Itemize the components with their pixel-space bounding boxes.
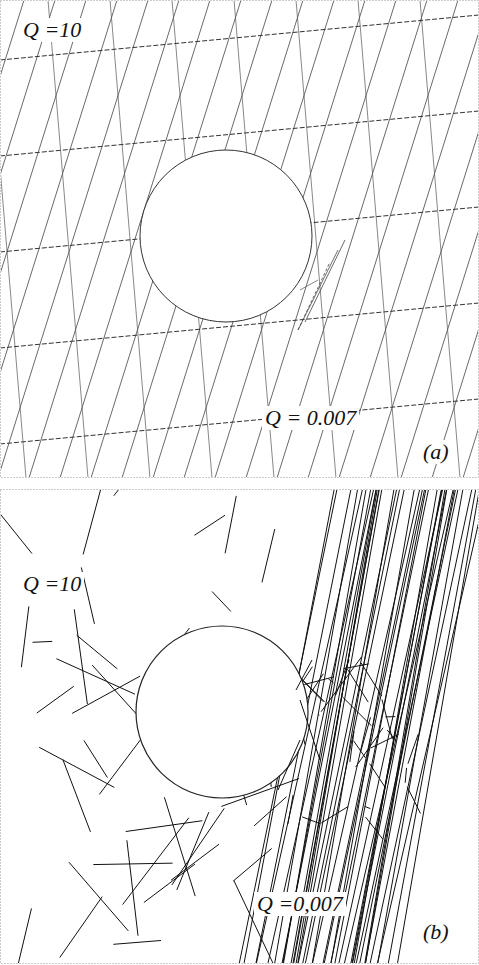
mesh-line xyxy=(1,1,26,477)
mesh-line xyxy=(21,606,28,667)
mesh-line xyxy=(1,1,148,477)
mesh-line xyxy=(408,734,418,763)
mesh-line xyxy=(1,111,478,156)
mesh-line xyxy=(1,15,478,60)
mesh-line xyxy=(463,1,478,477)
mesh-line xyxy=(296,660,312,690)
mesh-line xyxy=(382,699,392,739)
mesh-line xyxy=(405,768,406,783)
mesh-line xyxy=(370,764,386,788)
mesh-line xyxy=(37,686,74,713)
q-label: Q =0,007 xyxy=(254,892,346,916)
mesh-line xyxy=(328,679,333,683)
mesh-line xyxy=(60,897,102,958)
mesh-line xyxy=(370,490,472,963)
mesh-line xyxy=(318,714,319,715)
circle-hole xyxy=(140,150,312,322)
q-label: Q = 0.007 xyxy=(262,406,359,430)
mesh-line xyxy=(114,490,131,496)
mesh-b xyxy=(1,490,478,963)
mesh-line xyxy=(365,490,445,963)
panel-letter: (a) xyxy=(420,440,452,464)
mesh-line xyxy=(8,908,31,963)
mesh-line xyxy=(48,1,88,477)
mesh-line xyxy=(83,490,110,554)
mesh-line xyxy=(377,490,478,963)
mesh-line xyxy=(164,797,195,896)
mesh-line xyxy=(126,821,203,832)
mesh-line xyxy=(335,490,426,963)
mesh-line xyxy=(127,840,138,935)
label-holder: Q =10 xyxy=(20,572,84,596)
panel-letter: (b) xyxy=(420,920,452,944)
mesh-line xyxy=(298,250,338,330)
label-holder: Q =10 xyxy=(20,18,84,42)
mesh-line xyxy=(84,740,108,777)
mesh-line xyxy=(377,490,462,963)
label-holder: (a) xyxy=(420,440,452,464)
mesh-line xyxy=(212,592,231,612)
mesh-a xyxy=(1,1,478,477)
mesh-line xyxy=(93,863,172,864)
mesh-line xyxy=(358,1,398,477)
mesh-line xyxy=(113,940,161,944)
mesh-line xyxy=(56,659,135,694)
mesh-line xyxy=(353,741,365,758)
mesh-line xyxy=(407,787,420,814)
mesh-line xyxy=(1,490,32,554)
panel-frame xyxy=(1,1,479,478)
mesh-line xyxy=(194,515,225,535)
mesh-line xyxy=(366,817,383,839)
mesh-line xyxy=(300,700,320,760)
q-label: Q =10 xyxy=(20,18,84,42)
mesh-line xyxy=(1,1,117,477)
mesh-line xyxy=(344,490,453,963)
mesh-line xyxy=(342,697,371,726)
mesh-line xyxy=(385,716,395,717)
mesh-line xyxy=(225,496,236,553)
mesh-line xyxy=(350,731,354,762)
mesh-line xyxy=(77,635,118,669)
mesh-line xyxy=(361,663,382,696)
mesh-detail xyxy=(278,240,345,790)
label-holder: (b) xyxy=(420,920,452,944)
mesh-line xyxy=(69,862,128,931)
mesh-line xyxy=(365,490,446,963)
mesh-line xyxy=(371,734,399,748)
label-holder: Q =0,007 xyxy=(254,892,346,916)
mesh-line xyxy=(288,795,293,824)
mesh-line xyxy=(356,728,383,767)
mesh-line xyxy=(347,669,368,702)
mesh-line xyxy=(432,1,478,477)
mesh-line xyxy=(278,740,300,790)
mesh-line xyxy=(1,1,55,477)
mesh-line xyxy=(336,660,349,695)
mesh-line xyxy=(63,759,91,831)
mesh-line xyxy=(361,717,371,751)
q-label: Q =10 xyxy=(20,572,84,596)
mesh-line xyxy=(302,817,320,824)
circle-hole xyxy=(136,626,308,798)
mesh-line xyxy=(262,529,275,582)
mesh-line xyxy=(33,641,53,643)
mesh-line xyxy=(233,848,271,880)
mesh-line xyxy=(39,747,114,787)
label-holder: Q = 0.007 xyxy=(262,406,359,430)
mesh-line xyxy=(365,806,371,808)
mesh-line xyxy=(356,490,458,963)
mesh-line xyxy=(72,676,140,713)
panel-frame xyxy=(1,490,479,964)
mesh-line xyxy=(123,818,189,905)
mesh-line xyxy=(300,280,318,290)
mesh-line xyxy=(1,399,478,444)
mesh-line xyxy=(420,1,460,477)
mesh-line xyxy=(298,262,330,330)
mesh-line xyxy=(74,609,87,704)
mesh-line xyxy=(365,490,454,963)
mesh-line xyxy=(171,844,219,880)
mesh-line xyxy=(321,807,348,823)
mesh-line xyxy=(351,490,442,963)
mesh-line xyxy=(305,240,345,322)
